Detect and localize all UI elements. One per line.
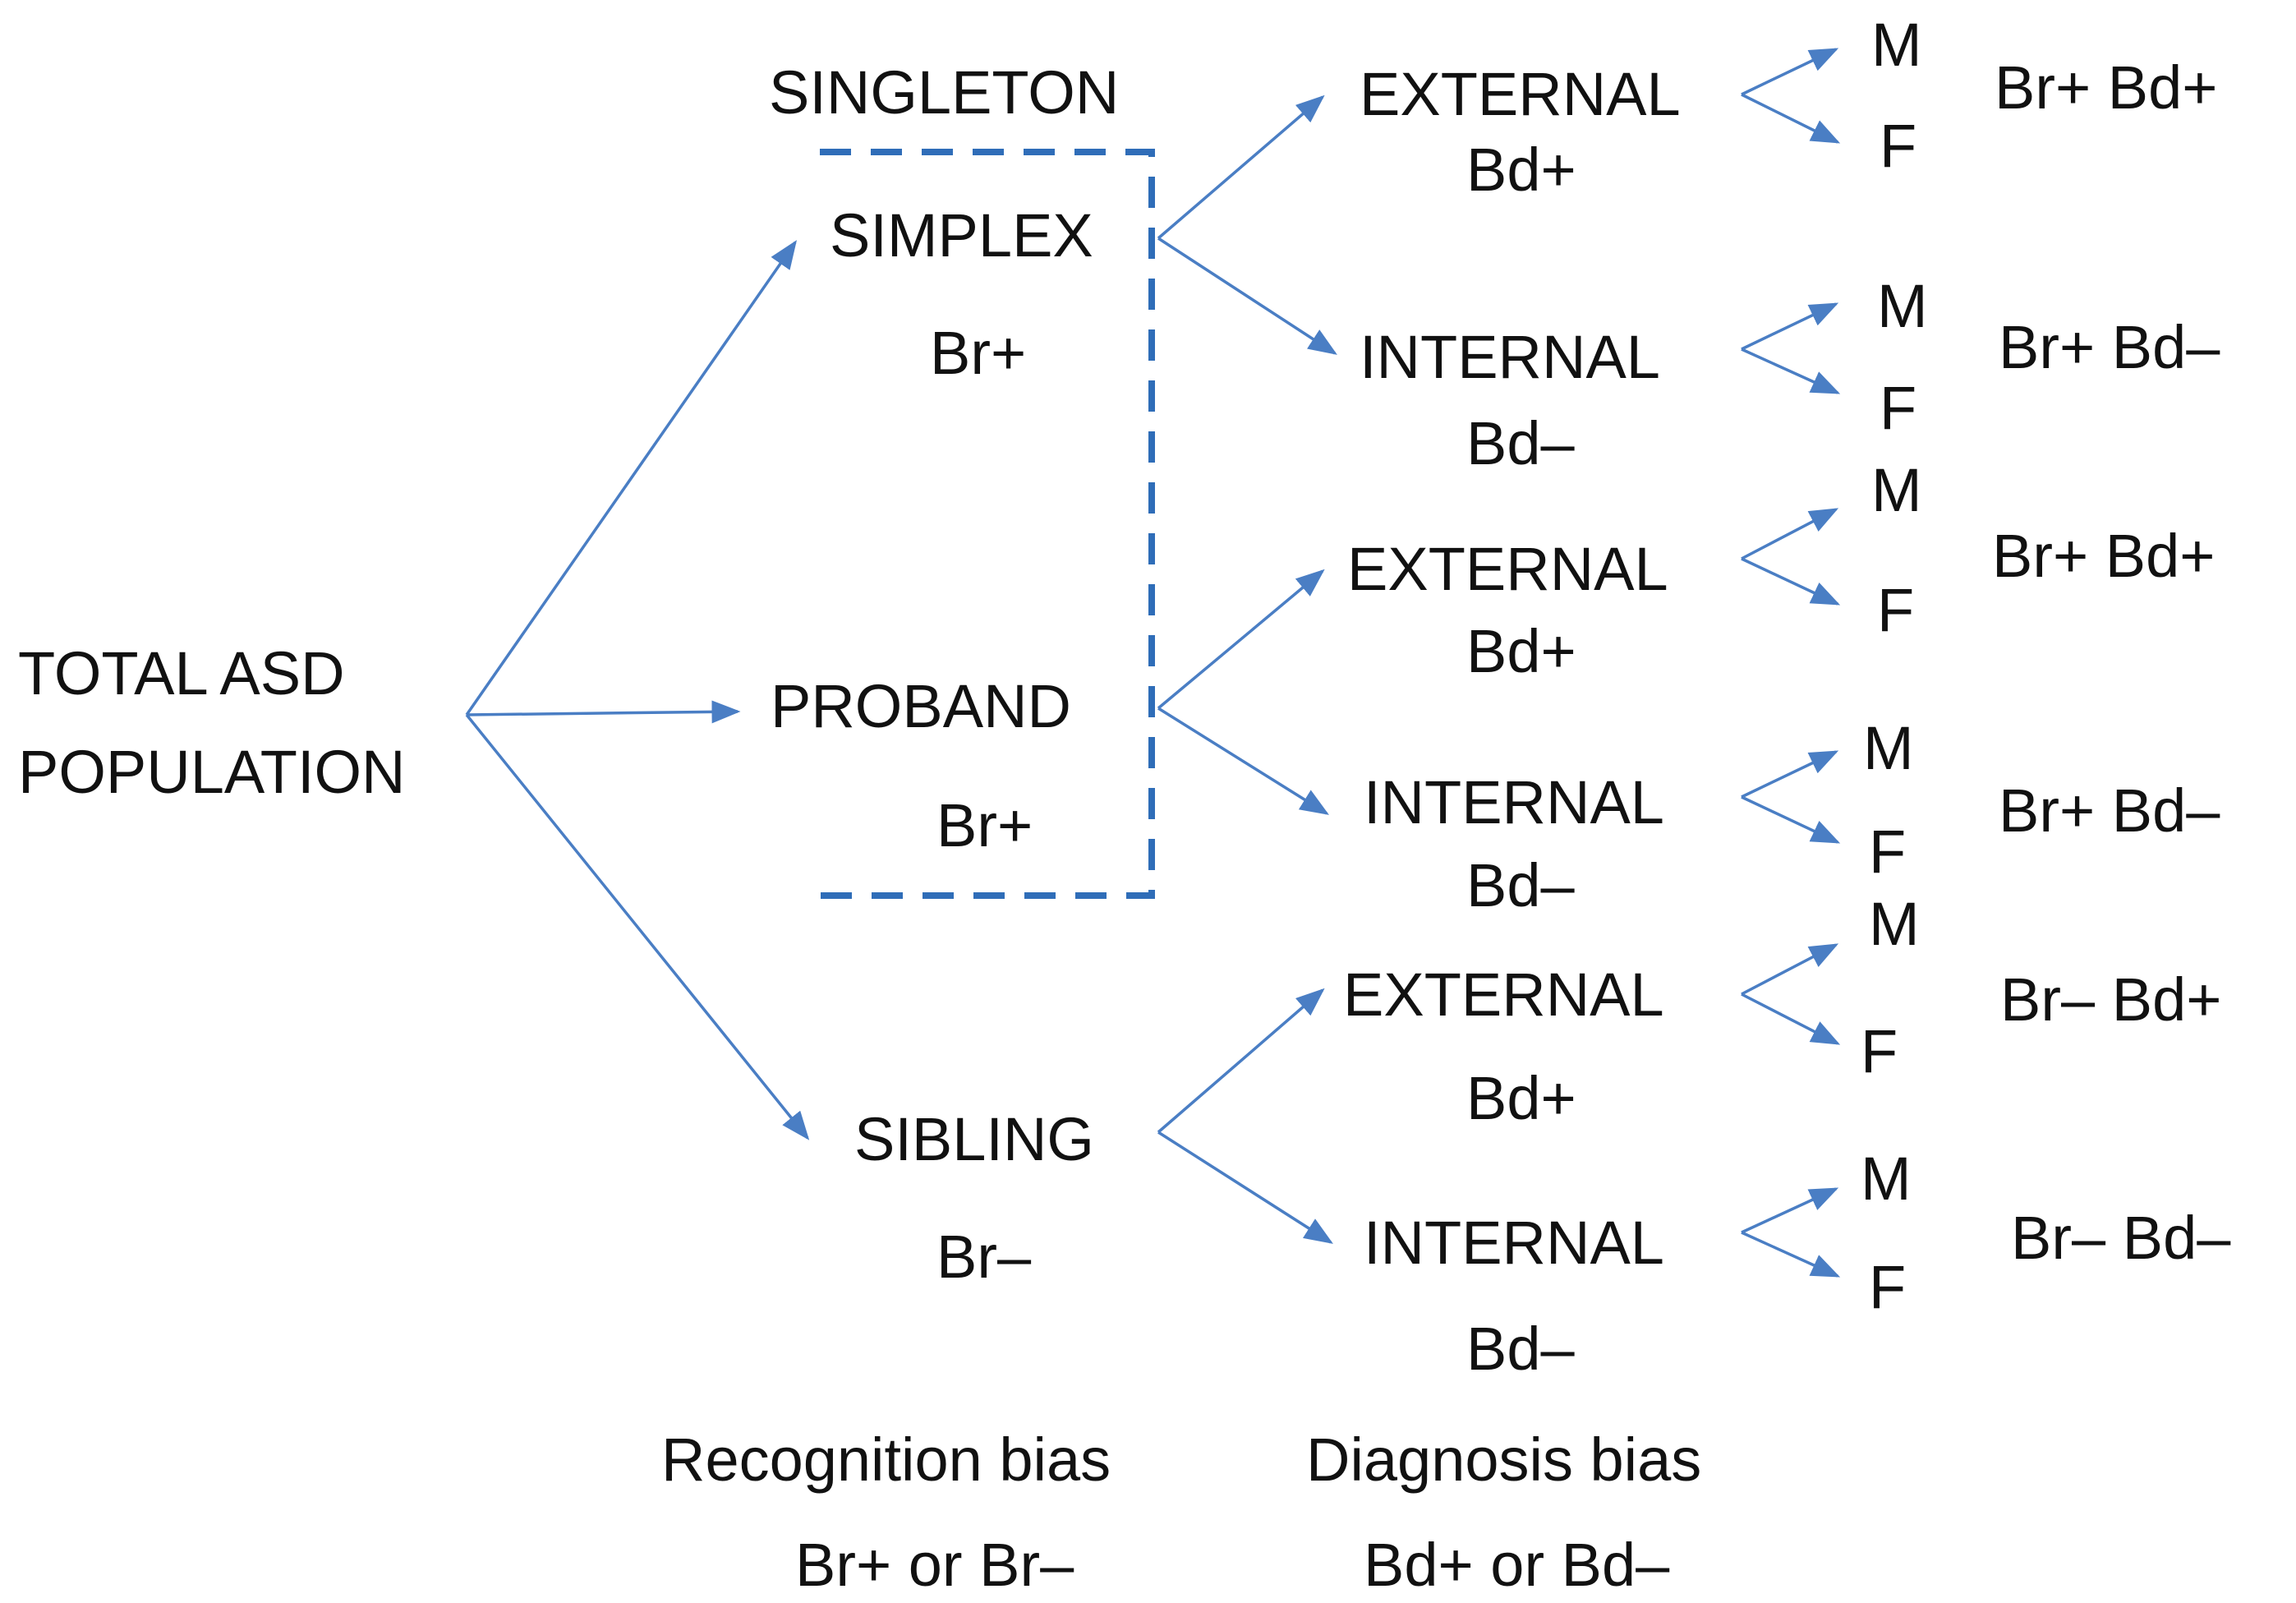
branch-1-male: M xyxy=(1871,11,1922,79)
arrow-root-to-simplex xyxy=(465,240,797,716)
arrow-simplex-to-external xyxy=(1157,94,1325,240)
arrow-branch-2-male xyxy=(1741,302,1839,351)
branch-5-female: F xyxy=(1861,1017,1898,1085)
arrow-branch-5-female xyxy=(1741,993,1841,1045)
arrow-branch-6-male xyxy=(1741,1187,1839,1234)
arrow-sibling-to-internal xyxy=(1157,1131,1333,1244)
branch-1-label: EXTERNAL xyxy=(1360,60,1681,128)
branch-2-male: M xyxy=(1877,272,1928,340)
singleton-label: SINGLETON xyxy=(769,58,1119,127)
proband-label: PROBAND xyxy=(771,672,1071,740)
branch-1-bias: Bd+ xyxy=(1466,136,1576,204)
branch-1-female: F xyxy=(1880,112,1916,180)
branch-4-bias: Bd– xyxy=(1466,851,1576,919)
branch-3-female: F xyxy=(1877,576,1914,644)
branch-3-male: M xyxy=(1871,456,1922,524)
arrow-branch-1-female xyxy=(1741,93,1841,144)
branch-6-female: F xyxy=(1869,1253,1906,1321)
arrow-branch-3-male xyxy=(1741,508,1839,560)
diagnosis-bias-values: Bd+ or Bd– xyxy=(1364,1531,1670,1599)
sibling-label: SIBLING xyxy=(854,1105,1094,1173)
arrow-branch-6-female xyxy=(1741,1231,1841,1278)
sibling-bias: Br– xyxy=(936,1223,1032,1291)
root-label-line2: POPULATION xyxy=(18,738,406,806)
diagnosis-bias-title: Diagnosis bias xyxy=(1306,1426,1701,1494)
arrow-branch-4-male xyxy=(1741,750,1839,799)
root-label-line1: TOTAL ASD xyxy=(18,639,345,707)
branch-3-bias: Bd+ xyxy=(1466,617,1576,685)
arrow-branch-1-male xyxy=(1741,48,1839,96)
branch-3-result: Br+ Bd+ xyxy=(1992,522,2215,590)
branch-4-male: M xyxy=(1863,714,1914,782)
arrow-root-to-proband xyxy=(466,700,741,724)
branch-5-bias: Bd+ xyxy=(1466,1064,1576,1132)
branch-5-result: Br– Bd+ xyxy=(2000,965,2221,1034)
recognition-bias-values: Br+ or Br– xyxy=(795,1531,1074,1599)
branch-3-label: EXTERNAL xyxy=(1347,535,1668,603)
branch-6-bias: Bd– xyxy=(1466,1315,1576,1383)
branch-2-label: INTERNAL xyxy=(1360,323,1660,391)
simplex-label: SIMPLEX xyxy=(830,201,1093,269)
branch-5-label: EXTERNAL xyxy=(1343,960,1664,1029)
arrow-proband-to-internal xyxy=(1157,707,1329,815)
branch-4-result: Br+ Bd– xyxy=(1999,776,2220,845)
arrow-sibling-to-external xyxy=(1157,988,1325,1134)
simplex-bias: Br+ xyxy=(930,319,1026,387)
dashed-group-box xyxy=(820,149,1155,899)
arrow-branch-4-female xyxy=(1741,795,1841,844)
arrow-simplex-to-internal xyxy=(1157,237,1337,355)
branch-1-result: Br+ Bd+ xyxy=(1995,53,2218,122)
proband-bias: Br+ xyxy=(936,791,1033,859)
recognition-bias-title: Recognition bias xyxy=(661,1426,1111,1494)
branch-4-female: F xyxy=(1869,818,1906,886)
arrow-branch-5-male xyxy=(1741,943,1839,996)
branch-4-label: INTERNAL xyxy=(1364,768,1664,836)
branch-6-male: M xyxy=(1861,1145,1912,1213)
arrow-branch-3-female xyxy=(1741,557,1841,606)
branch-2-result: Br+ Bd– xyxy=(1999,313,2220,381)
branch-2-female: F xyxy=(1880,374,1916,442)
arrow-root-to-sibling xyxy=(465,713,810,1140)
branch-6-result: Br– Bd– xyxy=(2011,1204,2231,1272)
arrow-proband-to-external xyxy=(1157,569,1325,710)
branch-6-label: INTERNAL xyxy=(1364,1209,1664,1277)
arrow-branch-2-female xyxy=(1741,348,1841,394)
branch-2-bias: Bd– xyxy=(1466,409,1576,477)
branch-5-male: M xyxy=(1869,890,1920,958)
